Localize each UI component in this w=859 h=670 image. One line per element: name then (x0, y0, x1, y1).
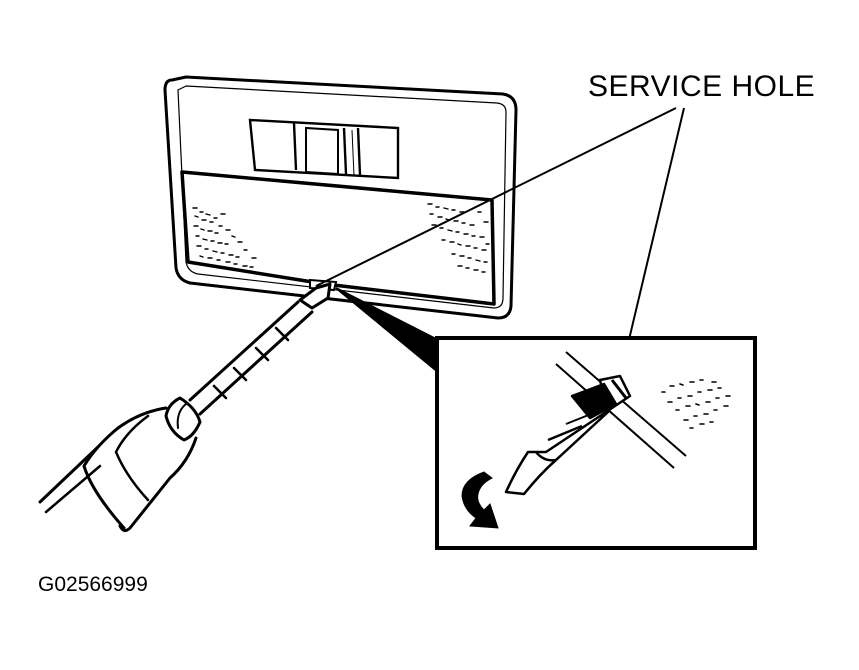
rotate-arrow-icon (461, 471, 499, 529)
switch-block (248, 118, 400, 180)
figure-id: G02566999 (38, 573, 148, 596)
screwdriver (38, 282, 332, 533)
lens-panel (180, 170, 496, 306)
service-hole-label: SERVICE HOLE (588, 70, 816, 103)
lens-texture-left (192, 207, 257, 268)
lens-texture-right (427, 203, 490, 273)
inset-detail (435, 336, 757, 550)
